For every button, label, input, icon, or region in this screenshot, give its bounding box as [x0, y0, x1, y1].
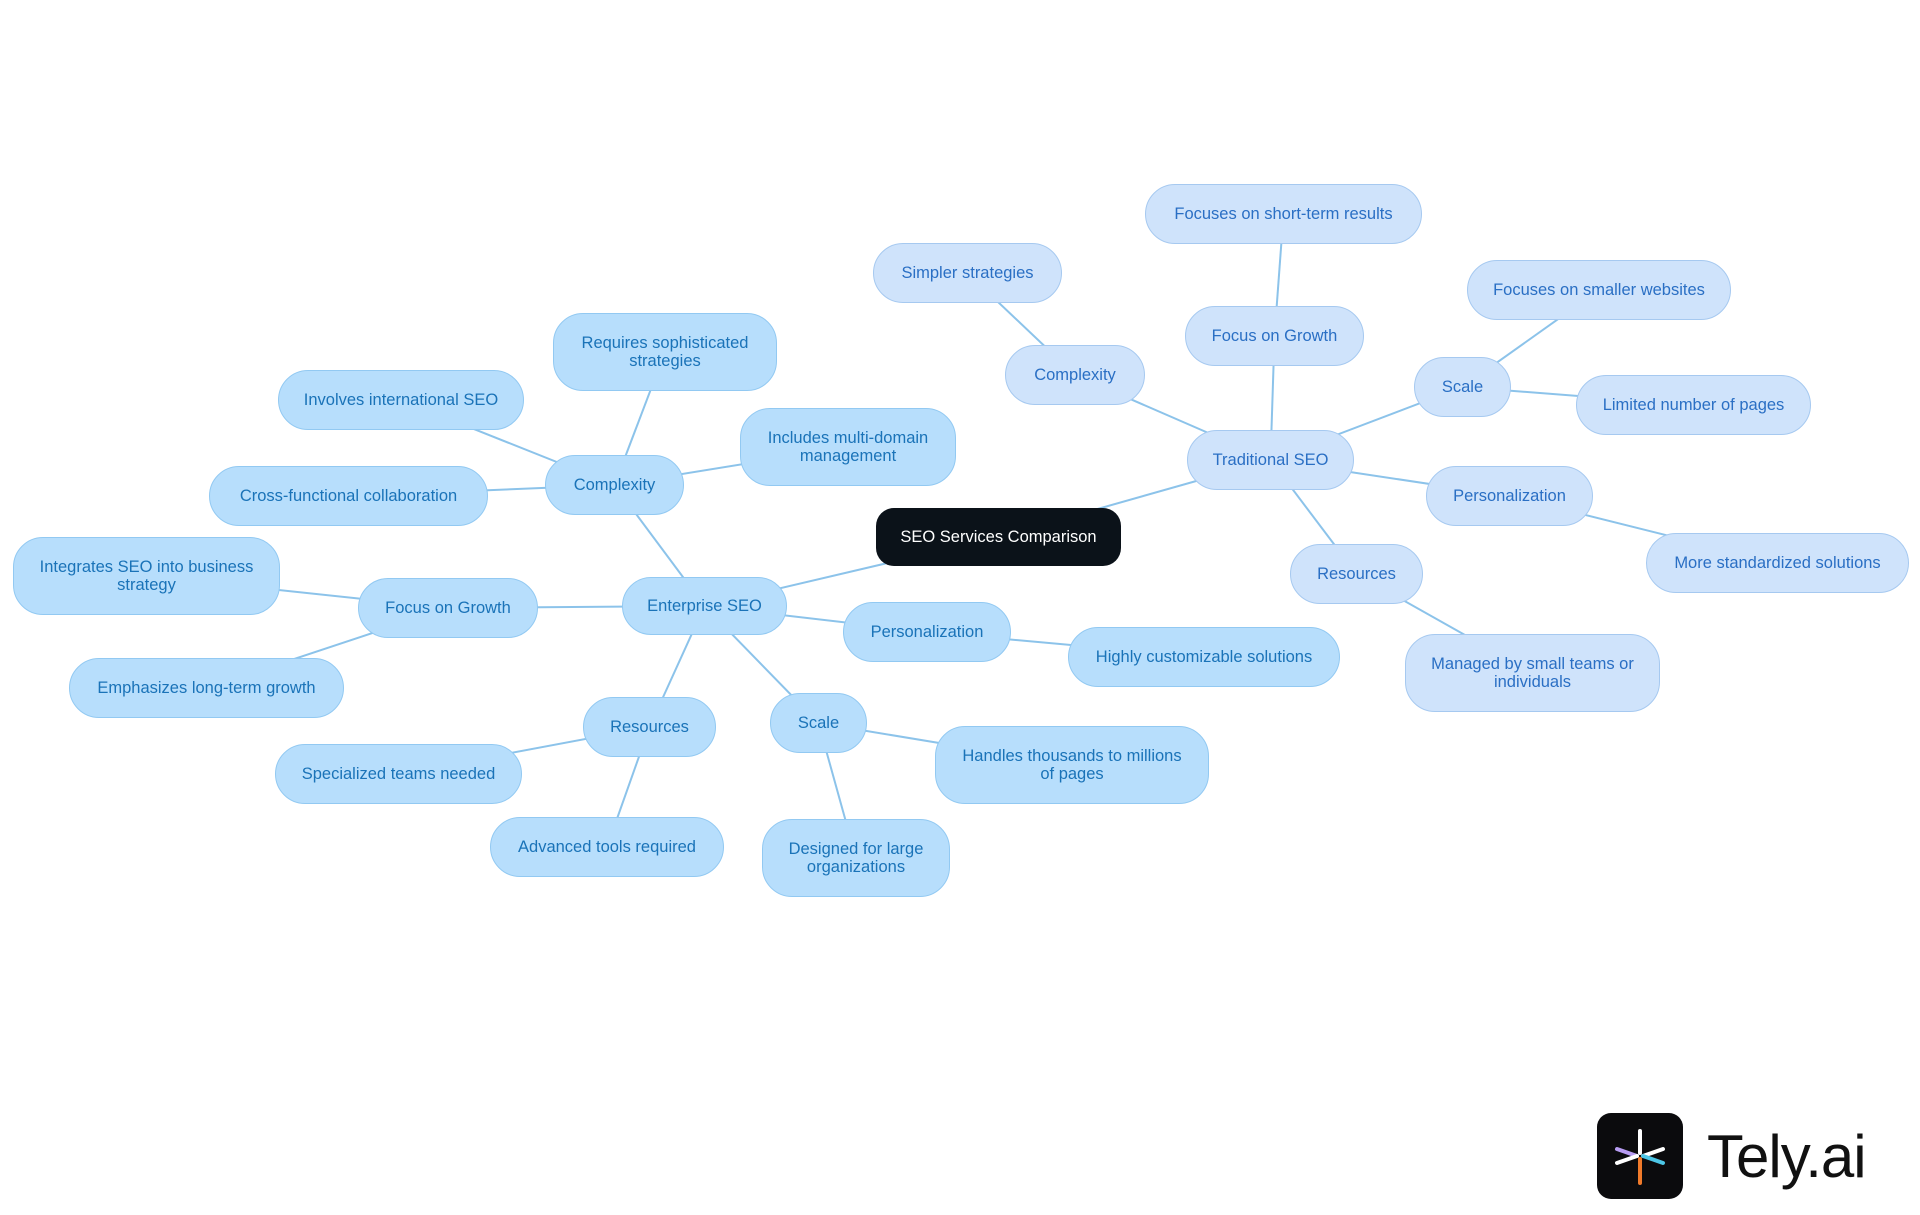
node-e-g1-integrates-seo-into-business-strategy: Integrates SEO into business strategy [13, 537, 280, 615]
node-e-r2-advanced-tools-required: Advanced tools required [490, 817, 724, 877]
node-t-growth-focus-on-growth: Focus on Growth [1185, 306, 1364, 366]
node-e-c4-cross-functional-collaboration: Cross-functional collaboration [209, 466, 488, 526]
node-enterprise-enterprise-seo: Enterprise SEO [622, 577, 787, 635]
node-root-seo-services-comparison: SEO Services Comparison [876, 508, 1121, 566]
node-t-scale-scale: Scale [1414, 357, 1511, 417]
node-t-complexity-complexity: Complexity [1005, 345, 1145, 405]
node-e-g2-emphasizes-long-term-growth: Emphasizes long-term growth [69, 658, 344, 718]
node-e-s1-handles-thousands-to-millions-of-pages: Handles thousands to millions of pages [935, 726, 1209, 804]
node-e-r1-specialized-teams-needed: Specialized teams needed [275, 744, 522, 804]
tely-asterisk-logo-icon [1597, 1113, 1683, 1199]
node-t-resources-resources: Resources [1290, 544, 1423, 604]
node-e-growth-focus-on-growth: Focus on Growth [358, 578, 538, 638]
node-e-s2-designed-for-large-organizations: Designed for large organizations [762, 819, 950, 897]
node-e-c3-includes-multi-domain-management: Includes multi-domain management [740, 408, 956, 486]
node-e-personalization-personalization: Personalization [843, 602, 1011, 662]
node-e-p1-highly-customizable-solutions: Highly customizable solutions [1068, 627, 1340, 687]
node-t-personalization-personalization: Personalization [1426, 466, 1593, 526]
node-e-scale-scale: Scale [770, 693, 867, 753]
node-t-r1-managed-by-small-teams-or-individuals: Managed by small teams or individuals [1405, 634, 1660, 712]
brand-name: Tely.ai [1707, 1122, 1867, 1190]
brand-logo: Tely.ai [1597, 1113, 1867, 1199]
node-e-c2-involves-international-seo: Involves international SEO [278, 370, 524, 430]
node-t-s2-limited-number-of-pages: Limited number of pages [1576, 375, 1811, 435]
node-e-complexity-complexity: Complexity [545, 455, 684, 515]
node-e-c1-requires-sophisticated-strategies: Requires sophisticated strategies [553, 313, 777, 391]
node-t-g1-focuses-on-short-term-results: Focuses on short-term results [1145, 184, 1422, 244]
node-e-resources-resources: Resources [583, 697, 716, 757]
node-traditional-traditional-seo: Traditional SEO [1187, 430, 1354, 490]
node-t-c1-simpler-strategies: Simpler strategies [873, 243, 1062, 303]
node-t-s1-focuses-on-smaller-websites: Focuses on smaller websites [1467, 260, 1731, 320]
node-t-p1-more-standardized-solutions: More standardized solutions [1646, 533, 1909, 593]
